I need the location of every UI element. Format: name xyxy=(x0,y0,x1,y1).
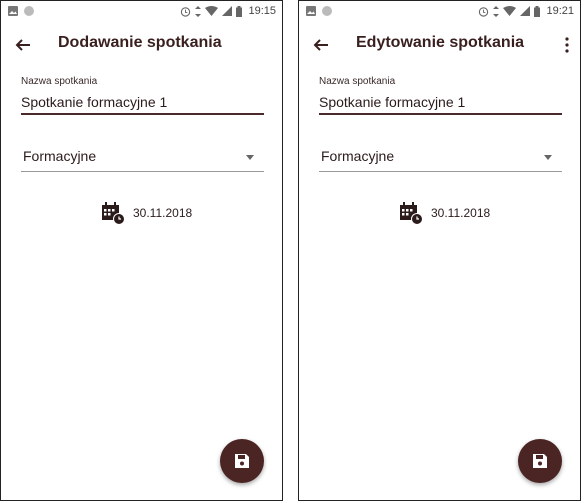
add-meeting-screen: 19:15 Dodawanie spotkania Nazwa spotkani… xyxy=(0,0,283,501)
dropdown-arrow-icon xyxy=(544,155,552,160)
save-icon xyxy=(235,454,249,468)
alarm-icon xyxy=(479,6,489,17)
app-bar: Dodawanie spotkania xyxy=(1,27,282,63)
wifi-icon xyxy=(205,6,219,16)
image-notification-icon xyxy=(306,6,316,16)
signal-icon xyxy=(222,6,233,16)
date-picker[interactable]: 30.11.2018 xyxy=(101,201,192,225)
wifi-icon xyxy=(503,6,517,16)
circle-notification-icon xyxy=(322,6,332,16)
arrow-back-icon[interactable] xyxy=(13,35,33,55)
calendar-clock-icon xyxy=(102,202,125,225)
save-icon xyxy=(533,454,547,468)
date-value: 30.11.2018 xyxy=(431,206,491,220)
more-vert-icon[interactable] xyxy=(564,36,570,54)
meeting-name-label: Nazwa spotkania xyxy=(21,76,98,87)
alarm-icon xyxy=(181,6,191,17)
battery-icon xyxy=(236,5,243,17)
meeting-type-select[interactable]: Formacyjne xyxy=(21,144,264,172)
circle-notification-icon xyxy=(24,6,34,16)
calendar-clock-icon xyxy=(400,202,423,225)
data-arrows-icon xyxy=(195,5,202,17)
date-value: 30.11.2018 xyxy=(133,206,193,220)
app-bar: Edytowanie spotkania xyxy=(299,27,580,63)
meeting-type-select[interactable]: Formacyjne xyxy=(319,144,562,172)
status-time: 19:21 xyxy=(546,5,574,17)
meeting-name-input[interactable] xyxy=(21,91,264,115)
edit-meeting-screen: 19:21 Edytowanie spotkania Nazwa spotkan… xyxy=(298,0,581,501)
page-title: Edytowanie spotkania xyxy=(356,34,525,51)
meeting-type-value: Formacyjne xyxy=(23,148,97,164)
meeting-name-label: Nazwa spotkania xyxy=(319,76,396,87)
dropdown-arrow-icon xyxy=(246,155,254,160)
arrow-back-icon[interactable] xyxy=(311,35,331,55)
date-picker[interactable]: 30.11.2018 xyxy=(399,201,490,225)
signal-icon xyxy=(520,6,531,16)
status-time: 19:15 xyxy=(248,5,276,17)
data-arrows-icon xyxy=(493,5,500,17)
status-bar: 19:15 xyxy=(1,1,282,23)
battery-icon xyxy=(534,5,541,17)
meeting-type-value: Formacyjne xyxy=(321,148,395,164)
save-button[interactable] xyxy=(220,439,264,483)
image-notification-icon xyxy=(8,6,18,16)
save-button[interactable] xyxy=(518,439,562,483)
meeting-name-input[interactable] xyxy=(319,91,562,115)
page-title: Dodawanie spotkania xyxy=(58,34,222,51)
status-bar: 19:21 xyxy=(299,1,580,23)
